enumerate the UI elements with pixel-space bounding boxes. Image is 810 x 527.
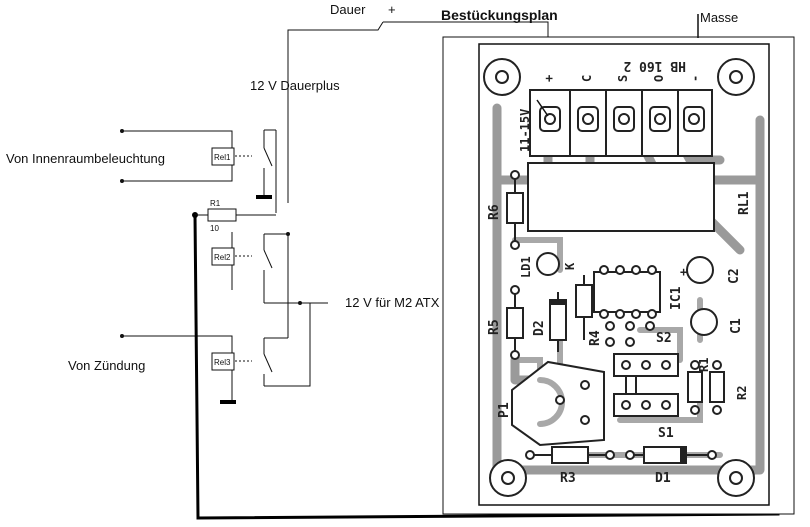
s1-pins <box>621 360 671 410</box>
masse-label: Masse <box>700 10 738 25</box>
pcb-title-mirrored: HB 160 2 <box>623 58 686 73</box>
d1 <box>643 446 687 464</box>
m2atx-label: 12 V für M2 ATX <box>345 295 440 310</box>
dauer-plus-sign: + <box>388 2 396 17</box>
r3-label: R3 <box>560 471 576 486</box>
r6-label: R6 <box>487 204 502 220</box>
pcb-r1 <box>687 371 703 403</box>
relay-rl1 <box>527 162 715 232</box>
c2-label: C2 <box>727 268 742 284</box>
c1 <box>690 308 718 336</box>
zuendung-label: Von Zündung <box>68 358 145 373</box>
dauer-label: Dauer <box>330 2 366 17</box>
k-label: K <box>563 262 577 270</box>
rel2-coil <box>211 247 235 266</box>
d2-label: D2 <box>532 320 547 336</box>
terminal-screws <box>539 90 705 156</box>
p1-label: P1 <box>497 402 512 418</box>
r4-label: R4 <box>588 330 603 346</box>
r1-value: 10 <box>210 224 219 233</box>
ld1 <box>536 252 560 276</box>
pcb-r2 <box>709 371 725 403</box>
pcb-board: HB 160 2 + C S O - 11-15V Masse Bestücku… <box>441 7 795 515</box>
terminal-label-o: O <box>652 75 666 82</box>
mount-hole-bl <box>489 459 527 497</box>
s2-label: S2 <box>656 331 672 346</box>
r3 <box>551 446 589 464</box>
d1-label: D1 <box>655 471 671 486</box>
dauerplus-label: 12 V Dauerplus <box>250 78 340 93</box>
r1-resistor <box>207 208 237 222</box>
mount-hole-br <box>717 459 755 497</box>
ic1-label: IC1 <box>669 286 684 310</box>
ic1 <box>593 271 661 313</box>
rel2-label: Rel2 <box>214 253 231 262</box>
terminal-label-c: C <box>580 75 594 82</box>
rel3-coil <box>211 352 235 371</box>
r4 <box>575 284 593 318</box>
terminal-label-minus: - <box>688 75 702 82</box>
mount-hole-tr <box>717 58 755 96</box>
rel1-coil <box>211 147 235 166</box>
terminal-label-s: S <box>616 75 630 82</box>
relay-rl1-label: RL1 <box>737 191 752 215</box>
terminal-labels: + C S O - <box>542 75 702 82</box>
r6 <box>506 192 524 224</box>
s2-pins <box>605 321 655 347</box>
terminal-label-plus: + <box>542 75 556 82</box>
ic1-pins <box>599 265 657 319</box>
c2 <box>686 256 714 284</box>
r5-label: R5 <box>487 319 502 335</box>
pcb-r2-label: R2 <box>735 386 749 400</box>
ld1-label: LD1 <box>519 256 533 278</box>
pcb-r1-label: R1 <box>697 358 711 372</box>
left-schematic: Dauer + 12 V Dauerplus Rel1 Von Innenrau… <box>6 2 782 520</box>
mount-hole-tl <box>483 58 521 96</box>
voltage-label: 11-15V <box>518 109 532 152</box>
d2 <box>549 299 567 341</box>
bestueckungsplan-title: Bestückungsplan <box>441 7 558 23</box>
innenraum-label: Von Innenraumbeleuchtung <box>6 151 165 166</box>
s1-label: S1 <box>658 426 674 441</box>
rel3-label: Rel3 <box>214 358 231 367</box>
r5 <box>506 307 524 339</box>
rel1-label: Rel1 <box>214 153 231 162</box>
c2-plus: + <box>680 265 687 279</box>
r1-label: R1 <box>210 199 221 208</box>
c1-label: C1 <box>729 318 744 334</box>
